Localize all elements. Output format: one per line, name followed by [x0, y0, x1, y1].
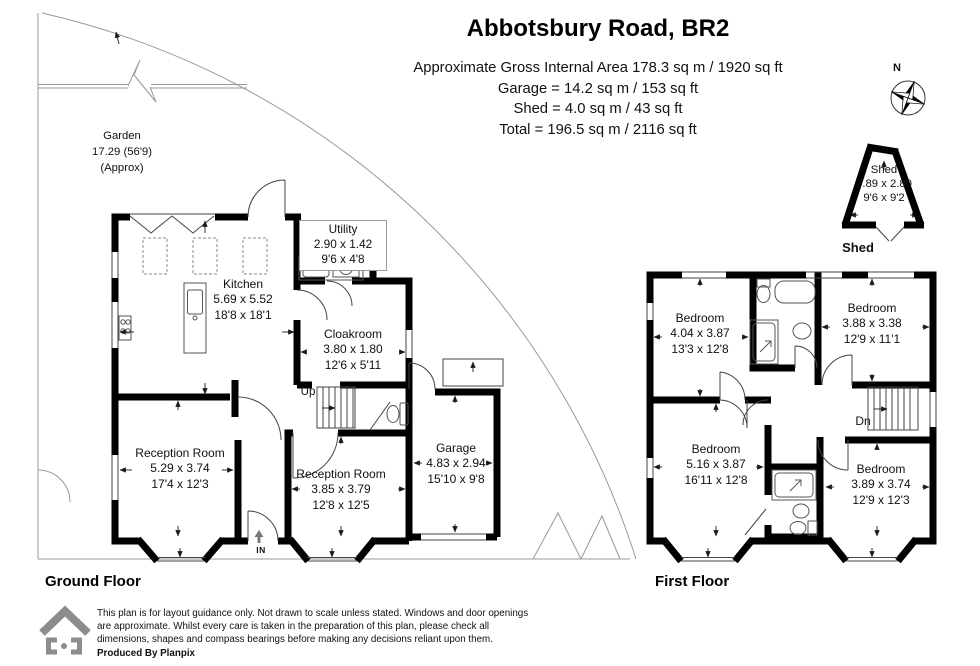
area-line: Approximate Gross Internal Area 178.3 sq…	[413, 60, 783, 76]
first-floor-walls	[646, 271, 937, 564]
area-line: Garage = 14.2 sq m / 153 sq ft	[497, 80, 699, 97]
stairs-down-label: Dn	[855, 414, 871, 428]
garage-door-icon	[421, 533, 486, 541]
toilet-icon	[756, 278, 771, 288]
page-title: Abbotsbury Road, BR2	[466, 15, 730, 42]
disclaimer-line: This plan is for layout guidance only. N…	[97, 608, 529, 619]
first-floor-caption: First Floor	[655, 573, 730, 590]
disclaimer: This plan is for layout guidance only. N…	[97, 607, 567, 660]
basin-icon	[792, 503, 810, 519]
room-label-utility: Utility 2.90 x 1.42 9'6 x 4'8	[299, 220, 387, 271]
first-floor-fixtures	[749, 278, 818, 536]
toilet-icon	[399, 402, 409, 426]
planpix-logo-icon	[39, 605, 91, 655]
garden-label: Garden 17.29 (56'9) (Approx)	[92, 130, 152, 174]
room-label-garage: Garage 4.83 x 2.94 15'10 x 9'8	[426, 441, 486, 486]
dimension-arrows	[114, 31, 930, 558]
compass-north-label: N	[893, 62, 901, 74]
toilet-icon	[807, 520, 818, 536]
shower-icon	[749, 319, 779, 365]
folding-door-icon	[129, 213, 215, 234]
room-label-bedroom-3: Bedroom 5.16 x 3.87 16'11 x 12'8	[684, 442, 748, 487]
shed-outline	[841, 143, 925, 229]
kitchen-island	[183, 282, 207, 354]
sink-icon	[187, 289, 203, 315]
room-label-kitchen: Kitchen 5.69 x 5.52 18'8 x 18'1	[213, 277, 273, 322]
garden-boundary	[37, 12, 637, 560]
shed-door-icon	[875, 226, 905, 242]
room-label-reception-2: Reception Room 3.85 x 3.79 12'8 x 12'5	[296, 467, 386, 512]
garage-canopy	[442, 358, 504, 387]
shower-tray-icon	[771, 469, 817, 501]
entrance-arrow-icon	[254, 530, 264, 543]
header: Abbotsbury Road, BR2 Approximate Gross I…	[288, 16, 908, 140]
area-line: Shed = 4.0 sq m / 43 sq ft	[513, 101, 683, 118]
area-line: Total = 196.5 sq m / 2116 sq ft	[499, 121, 697, 138]
stairs-down	[867, 386, 919, 431]
disclaimer-line: dimensions, shapes and compass bearings …	[97, 634, 493, 646]
produced-by: Produced By Planpix	[97, 647, 195, 659]
shed-caption: Shed	[842, 240, 874, 255]
stairs-up	[316, 386, 356, 429]
room-label-bedroom-4: Bedroom 3.89 x 3.74 12'9 x 12'3	[851, 462, 911, 507]
room-label-bedroom-2: Bedroom 3.88 x 3.38 12'9 x 11'1	[842, 301, 902, 346]
disclaimer-line: are approximate. Whilst every care is ta…	[97, 621, 490, 633]
ground-floor-walls	[111, 213, 501, 564]
ground-floor-caption: Ground Floor	[45, 573, 141, 590]
room-label-reception-1: Reception Room 5.29 x 3.74 17'4 x 12'3	[135, 446, 225, 491]
first-floor-details	[646, 271, 937, 562]
entrance-label: IN	[256, 545, 266, 555]
front-door-arc	[247, 510, 279, 542]
room-label-bedroom-1: Bedroom 4.04 x 3.87 13'3 x 12'8	[670, 311, 730, 356]
stairs-up-label: Up	[300, 386, 316, 398]
room-label-cloakroom: Cloakroom 3.80 x 1.80 12'6 x 5'11	[323, 327, 383, 372]
shed-label: Shed 3.89 x 2.80 9'6 x 9'2	[856, 164, 912, 204]
bathtub-icon	[774, 280, 816, 304]
hob-icon	[118, 315, 132, 341]
compass-icon	[890, 80, 926, 116]
basin-icon	[792, 322, 812, 340]
